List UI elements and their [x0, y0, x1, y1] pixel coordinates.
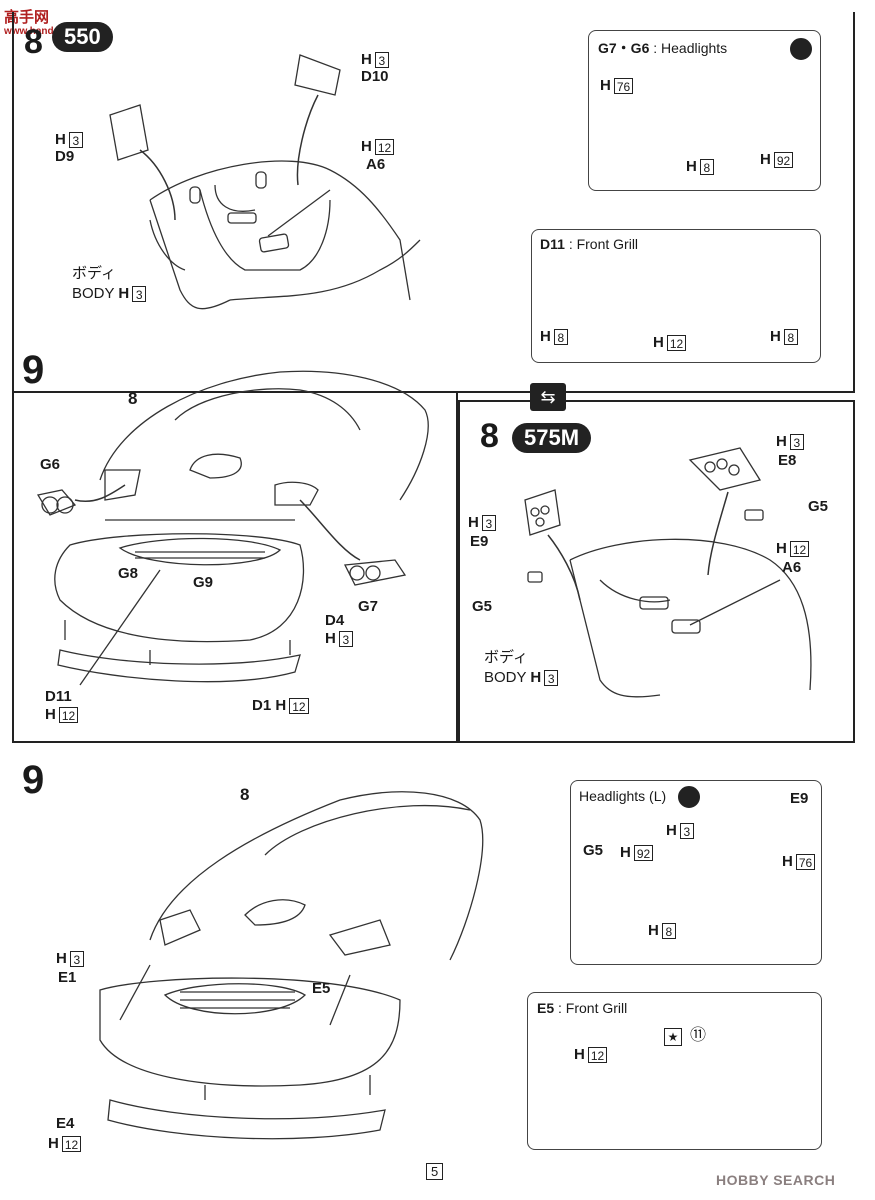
- paint-icon-2: [678, 786, 700, 808]
- headlights-l-box: [570, 780, 822, 965]
- step9-550-g9: G9: [193, 574, 214, 591]
- grill-e5-box: [527, 992, 822, 1150]
- step8-550-number: 8: [24, 23, 43, 61]
- watermark-url: www.hand-shop.net: [4, 26, 99, 37]
- headlights-l-title: Headlights (L): [579, 788, 667, 804]
- headlights-l-g5: G5: [583, 842, 604, 859]
- step9-575-number: 9: [22, 758, 45, 802]
- step9-575-e1: E1: [58, 969, 77, 986]
- step8-575-a6: A6: [782, 559, 802, 576]
- star-icon: ★: [664, 1028, 682, 1046]
- step9-550-number: 9: [22, 348, 45, 392]
- step8-575-body-jp: ボディ: [484, 649, 528, 666]
- step8-550-a6: A6: [366, 156, 386, 173]
- page-number: 5: [426, 1163, 444, 1180]
- step8-550-body-jp: ボディ: [72, 265, 116, 282]
- step8-550-d9: D9: [55, 148, 75, 165]
- step9-575-part8: 8: [240, 785, 250, 804]
- paint-icon: [790, 38, 812, 60]
- step9-550-d4: D4: [325, 612, 345, 629]
- watermark-logo: 高手网: [4, 9, 50, 26]
- step8-575-e9: E9: [470, 533, 489, 550]
- grill-d11-box: [531, 229, 821, 363]
- step8-575-number: 8: [480, 417, 499, 455]
- step8-575-e8: E8: [778, 452, 797, 469]
- step8-550-badge: 550: [52, 22, 113, 52]
- decal-number: ⑪: [690, 1027, 707, 1044]
- step9-550-frame: [12, 393, 458, 743]
- step9-575-e4: E4: [56, 1115, 75, 1132]
- headlights-l-e9: E9: [790, 790, 809, 807]
- step8-550-frame: [12, 12, 855, 393]
- step9-550-g8: G8: [118, 565, 139, 582]
- step9-550-part8: 8: [128, 389, 138, 408]
- headlights-box: [588, 30, 821, 191]
- step9-550-g6: G6: [40, 456, 61, 473]
- step8-550-d10: D10: [361, 68, 389, 85]
- step8-575-badge: 575M: [512, 423, 592, 453]
- step9-550-d11: D11: [45, 688, 72, 705]
- step8-575-frame: [458, 400, 855, 743]
- step8-575-g5-left: G5: [472, 598, 493, 615]
- brand-logo: HOBBY SEARCH: [716, 1172, 836, 1188]
- step9-550-g7: G7: [358, 598, 379, 615]
- headlights-box-title: G7・G6 : Headlights: [598, 40, 728, 56]
- grill-d11-title: D11 : Front Grill: [540, 236, 639, 252]
- grill-e5-title: E5 : Front Grill: [537, 1000, 628, 1016]
- step9-575-e5: E5: [312, 980, 331, 997]
- step8-575-g5-right: G5: [808, 498, 829, 515]
- alternate-arrow-icon: ⇆: [530, 383, 566, 411]
